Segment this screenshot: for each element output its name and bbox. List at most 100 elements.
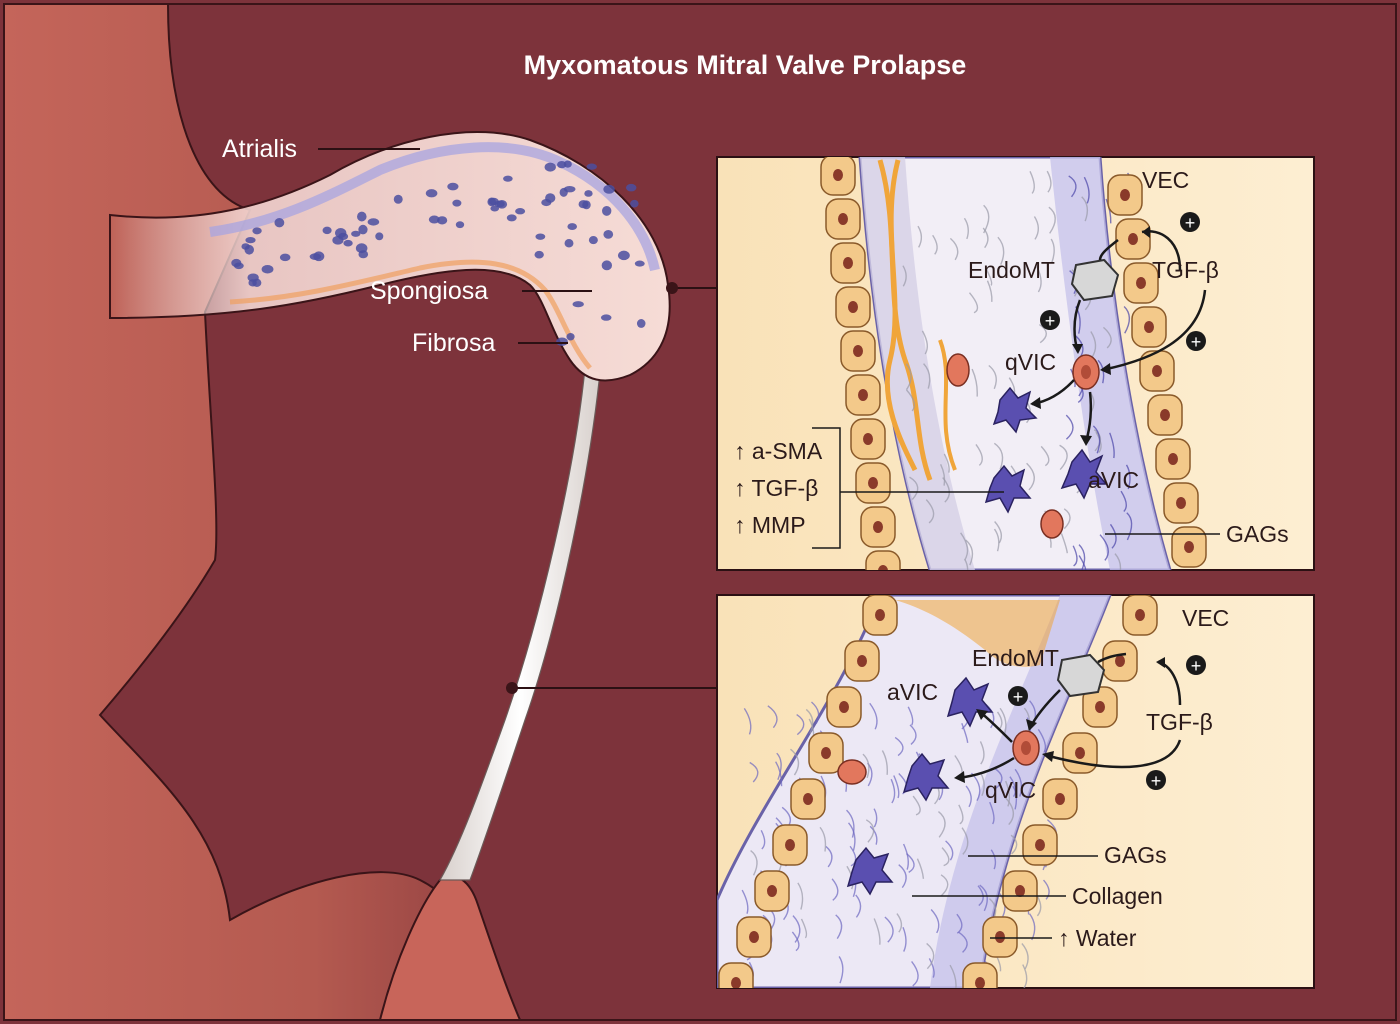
leaflet-nucleus (322, 226, 332, 235)
vec-nucleus (863, 433, 873, 445)
top-marker-tgfb: ↑ TGF-β (734, 475, 818, 501)
vec-nucleus (1136, 277, 1146, 289)
fiber (990, 849, 997, 870)
vec-nucleus (803, 793, 813, 805)
leaflet-nucleus (355, 243, 368, 254)
svg-text:+: + (1191, 656, 1202, 676)
bottom-plus-badge-1: + (1186, 655, 1206, 676)
fiber (961, 723, 969, 743)
top-qvic-cell-3 (1040, 509, 1064, 539)
fiber (926, 942, 935, 970)
fiber (847, 822, 856, 851)
leaflet-nucleus (566, 333, 575, 341)
fiber (979, 741, 985, 765)
fiber (999, 707, 1007, 736)
fiber (838, 956, 844, 984)
fiber (825, 845, 833, 868)
vec-nucleus (1176, 497, 1186, 509)
fiber (911, 960, 919, 987)
fiber (1036, 895, 1042, 917)
vec-cell (962, 962, 998, 988)
fiber (893, 775, 900, 799)
leaflet-nucleus (588, 236, 598, 245)
bottom-panel: + + + VEC EndoMT aVIC TGF-β qVIC GAGs Co… (716, 594, 1315, 989)
leaflet-nucleus (563, 160, 572, 168)
top-avic-cell-2 (1060, 448, 1108, 500)
fiber (963, 217, 969, 240)
leaflet-nucleus (496, 199, 508, 209)
vec-nucleus (1160, 409, 1170, 421)
bottom-avic-cell-3 (846, 846, 894, 896)
fiber (982, 227, 989, 249)
fiber (896, 913, 903, 933)
vec-nucleus (1152, 365, 1162, 377)
bottom-label-qvic: qVIC (985, 777, 1036, 803)
fiber (831, 878, 839, 901)
vec-nucleus (853, 345, 863, 357)
top-qvic-cell (1072, 354, 1100, 390)
vec-nucleus (868, 477, 878, 489)
leaflet-nucleus (600, 314, 612, 321)
fiber (805, 708, 814, 734)
fiber (994, 521, 1003, 544)
leaflet-nucleus (625, 183, 637, 192)
bottom-label-vec: VEC (1182, 605, 1229, 631)
vec-nucleus (875, 609, 885, 621)
fiber (906, 853, 915, 873)
fiber (749, 761, 759, 783)
leaflet-nucleus (248, 279, 257, 287)
vec-nucleus (1055, 793, 1065, 805)
fiber (1046, 170, 1052, 193)
fiber (1021, 943, 1029, 970)
fiber (1009, 776, 1017, 798)
top-label-gags: GAGs (1226, 521, 1289, 547)
fiber (909, 476, 919, 500)
fiber (1060, 533, 1068, 554)
fiber (916, 858, 925, 879)
fiber (988, 364, 997, 390)
leaflet-nucleus (544, 162, 556, 172)
fiber (1004, 796, 1014, 826)
vec-cell (718, 962, 754, 988)
fiber (1105, 198, 1112, 224)
fiber (898, 864, 907, 889)
leaflet-nucleus (556, 337, 568, 346)
fiber (894, 736, 904, 757)
vec-nucleus (839, 701, 849, 713)
fiber (986, 280, 993, 302)
bottom-arrow-vec-to-endomt (1097, 652, 1127, 664)
fiber (912, 795, 921, 816)
vec-nucleus (731, 977, 741, 988)
fiber (849, 845, 857, 867)
fiber (790, 748, 800, 776)
fiber (1095, 431, 1102, 454)
fiber (1081, 196, 1089, 222)
top-label-vec: VEC (1142, 167, 1189, 193)
fiber (1063, 508, 1071, 530)
vec-nucleus (1144, 321, 1154, 333)
fiber (1022, 964, 1028, 988)
vec-nucleus (833, 169, 843, 181)
leaflet-nucleus (603, 184, 615, 194)
top-qvic-cell-2 (946, 353, 970, 387)
fiber (965, 539, 974, 566)
fiber (905, 389, 916, 412)
fiber (921, 330, 929, 355)
fiber (873, 808, 878, 828)
leaflet-nucleus (343, 239, 353, 247)
fiber (1102, 326, 1112, 349)
leaflet-nucleus (358, 224, 368, 235)
fiber (1109, 432, 1115, 459)
fiber (968, 292, 979, 314)
fiber (1038, 323, 1047, 344)
vec-nucleus (878, 565, 888, 570)
vec-nucleus (785, 839, 795, 851)
vec-nucleus (1168, 453, 1178, 465)
bottom-atrialis-band (930, 595, 1110, 988)
fiber (949, 237, 959, 261)
leaflet-nucleus (567, 223, 578, 230)
fiber (811, 701, 820, 724)
fiber (960, 532, 969, 561)
